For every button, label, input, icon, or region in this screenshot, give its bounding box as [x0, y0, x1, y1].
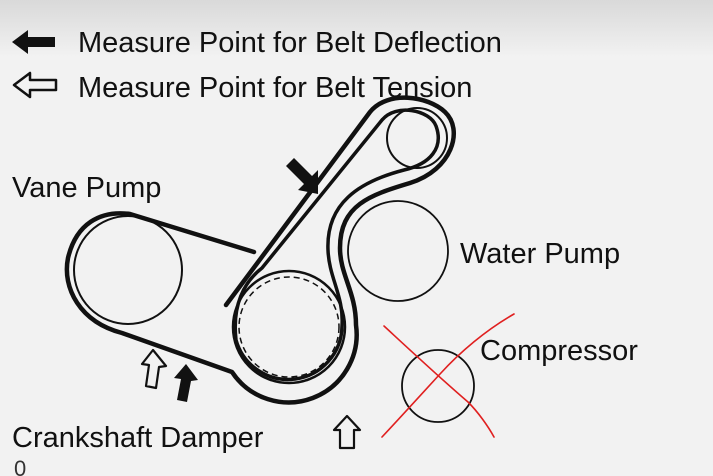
vane-pump-label: Vane Pump — [12, 172, 161, 204]
cross-out-stroke-1 — [383, 325, 495, 438]
markers — [140, 158, 362, 450]
crankshaft-damper-label: Crankshaft Damper — [12, 422, 264, 454]
cut-off-caption: 0 — [14, 456, 26, 476]
crankshaft-damper-inner-ring — [238, 276, 340, 378]
water-pump-label: Water Pump — [460, 238, 620, 270]
compressor-pulley — [401, 349, 475, 423]
solid-arrow-icon — [286, 158, 318, 194]
hollow-arrow-icon — [332, 414, 362, 450]
belt-inner-loop — [233, 108, 440, 382]
water-pump-pulley — [347, 200, 449, 302]
cross-out-stroke-2 — [381, 313, 515, 438]
legend: Measure Point for Belt Deflection Measur… — [12, 27, 502, 104]
compressor-cross-out — [381, 313, 515, 438]
hollow-arrow-icon — [12, 71, 58, 99]
crankshaft-damper-pulley — [231, 269, 347, 385]
legend-deflection-label: Measure Point for Belt Deflection — [78, 27, 502, 59]
hollow-arrow-icon — [140, 348, 168, 390]
belt-outer-loop — [64, 95, 456, 405]
solid-arrow-icon — [12, 30, 55, 54]
idler-pulley — [386, 107, 448, 169]
compressor-label: Compressor — [480, 335, 638, 367]
drive-belt — [64, 95, 456, 405]
solid-arrow-icon — [174, 364, 198, 402]
